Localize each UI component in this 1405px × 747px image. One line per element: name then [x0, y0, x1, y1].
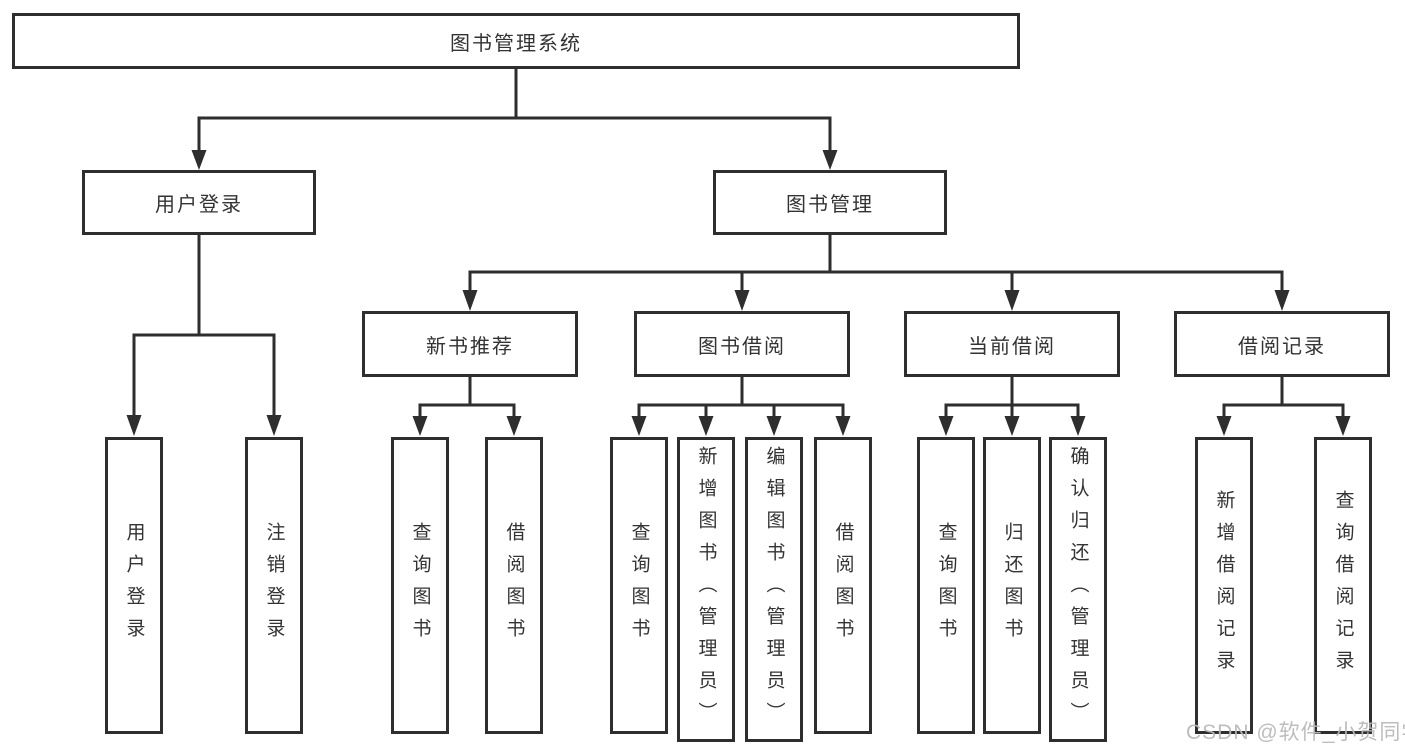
node-borrow-records: 借阅记录	[1174, 311, 1390, 377]
leaf-query-books-borrow-label: 查询图书	[628, 521, 650, 650]
leaf-add-borrow-record-label: 新增借阅记录	[1213, 489, 1235, 682]
leaf-confirm-return-admin-label: 确认归还（管理员）	[1067, 445, 1089, 734]
edge-new-book-to-leaves	[418, 376, 516, 418]
node-book-management-label: 图书管理	[786, 194, 874, 216]
node-borrow-records-label: 借阅记录	[1238, 335, 1326, 358]
leaf-query-books-borrow: 查询图书	[610, 437, 668, 734]
node-current-borrow: 当前借阅	[904, 311, 1120, 377]
csdn-watermark: CSDN @软件_小贺同学	[1186, 721, 1405, 744]
node-book-borrow-label: 图书借阅	[698, 335, 786, 358]
arrowheads	[126, 150, 1351, 436]
node-new-book-recommend: 新书推荐	[362, 311, 578, 377]
leaf-edit-book-admin-label: 编辑图书（管理员）	[763, 445, 785, 734]
leaf-logout-label: 注销登录	[263, 521, 285, 650]
edge-user-login-to-leaves	[132, 234, 276, 417]
leaf-return-book-label: 归还图书	[1001, 521, 1023, 650]
leaf-borrow-books: 借阅图书	[814, 437, 872, 734]
leaf-add-borrow-record: 新增借阅记录	[1195, 437, 1253, 734]
node-current-borrow-label: 当前借阅	[968, 335, 1056, 358]
leaf-query-books-current-label: 查询图书	[935, 521, 957, 650]
leaf-query-books-recommend-label: 查询图书	[409, 521, 431, 650]
leaf-borrow-books-recommend-label: 借阅图书	[503, 521, 525, 650]
leaf-add-book-admin: 新增图书（管理员）	[677, 437, 735, 742]
leaf-confirm-return-admin: 确认归还（管理员）	[1049, 437, 1107, 742]
edge-borrow-records-to-leaves	[1222, 376, 1345, 418]
edge-book-management-to-level3	[468, 234, 1284, 292]
node-root-label: 图书管理系统	[450, 32, 582, 55]
leaf-query-books-current: 查询图书	[917, 437, 975, 734]
edge-book-borrow-to-leaves	[637, 376, 845, 418]
leaf-query-borrow-record-label: 查询借阅记录	[1332, 489, 1354, 682]
node-user-login-label: 用户登录	[155, 194, 243, 216]
node-user-login: 用户登录	[82, 170, 316, 235]
node-book-borrow: 图书借阅	[634, 311, 850, 377]
leaf-add-book-admin-label: 新增图书（管理员）	[695, 445, 717, 734]
leaf-edit-book-admin: 编辑图书（管理员）	[745, 437, 803, 742]
leaf-query-borrow-record: 查询借阅记录	[1314, 437, 1372, 734]
leaf-user-login: 用户登录	[105, 437, 163, 734]
leaf-borrow-books-recommend: 借阅图书	[485, 437, 543, 734]
node-book-management: 图书管理	[713, 170, 947, 235]
edge-root-to-level2	[197, 68, 832, 151]
leaf-user-login-label: 用户登录	[123, 521, 145, 650]
node-new-book-recommend-label: 新书推荐	[426, 335, 514, 358]
leaf-query-books-recommend: 查询图书	[391, 437, 449, 734]
node-root: 图书管理系统	[12, 13, 1020, 69]
leaf-logout: 注销登录	[245, 437, 303, 734]
edge-current-borrow-to-leaves	[944, 376, 1080, 418]
leaf-return-book: 归还图书	[983, 437, 1041, 734]
leaf-borrow-books-label: 借阅图书	[832, 521, 854, 650]
